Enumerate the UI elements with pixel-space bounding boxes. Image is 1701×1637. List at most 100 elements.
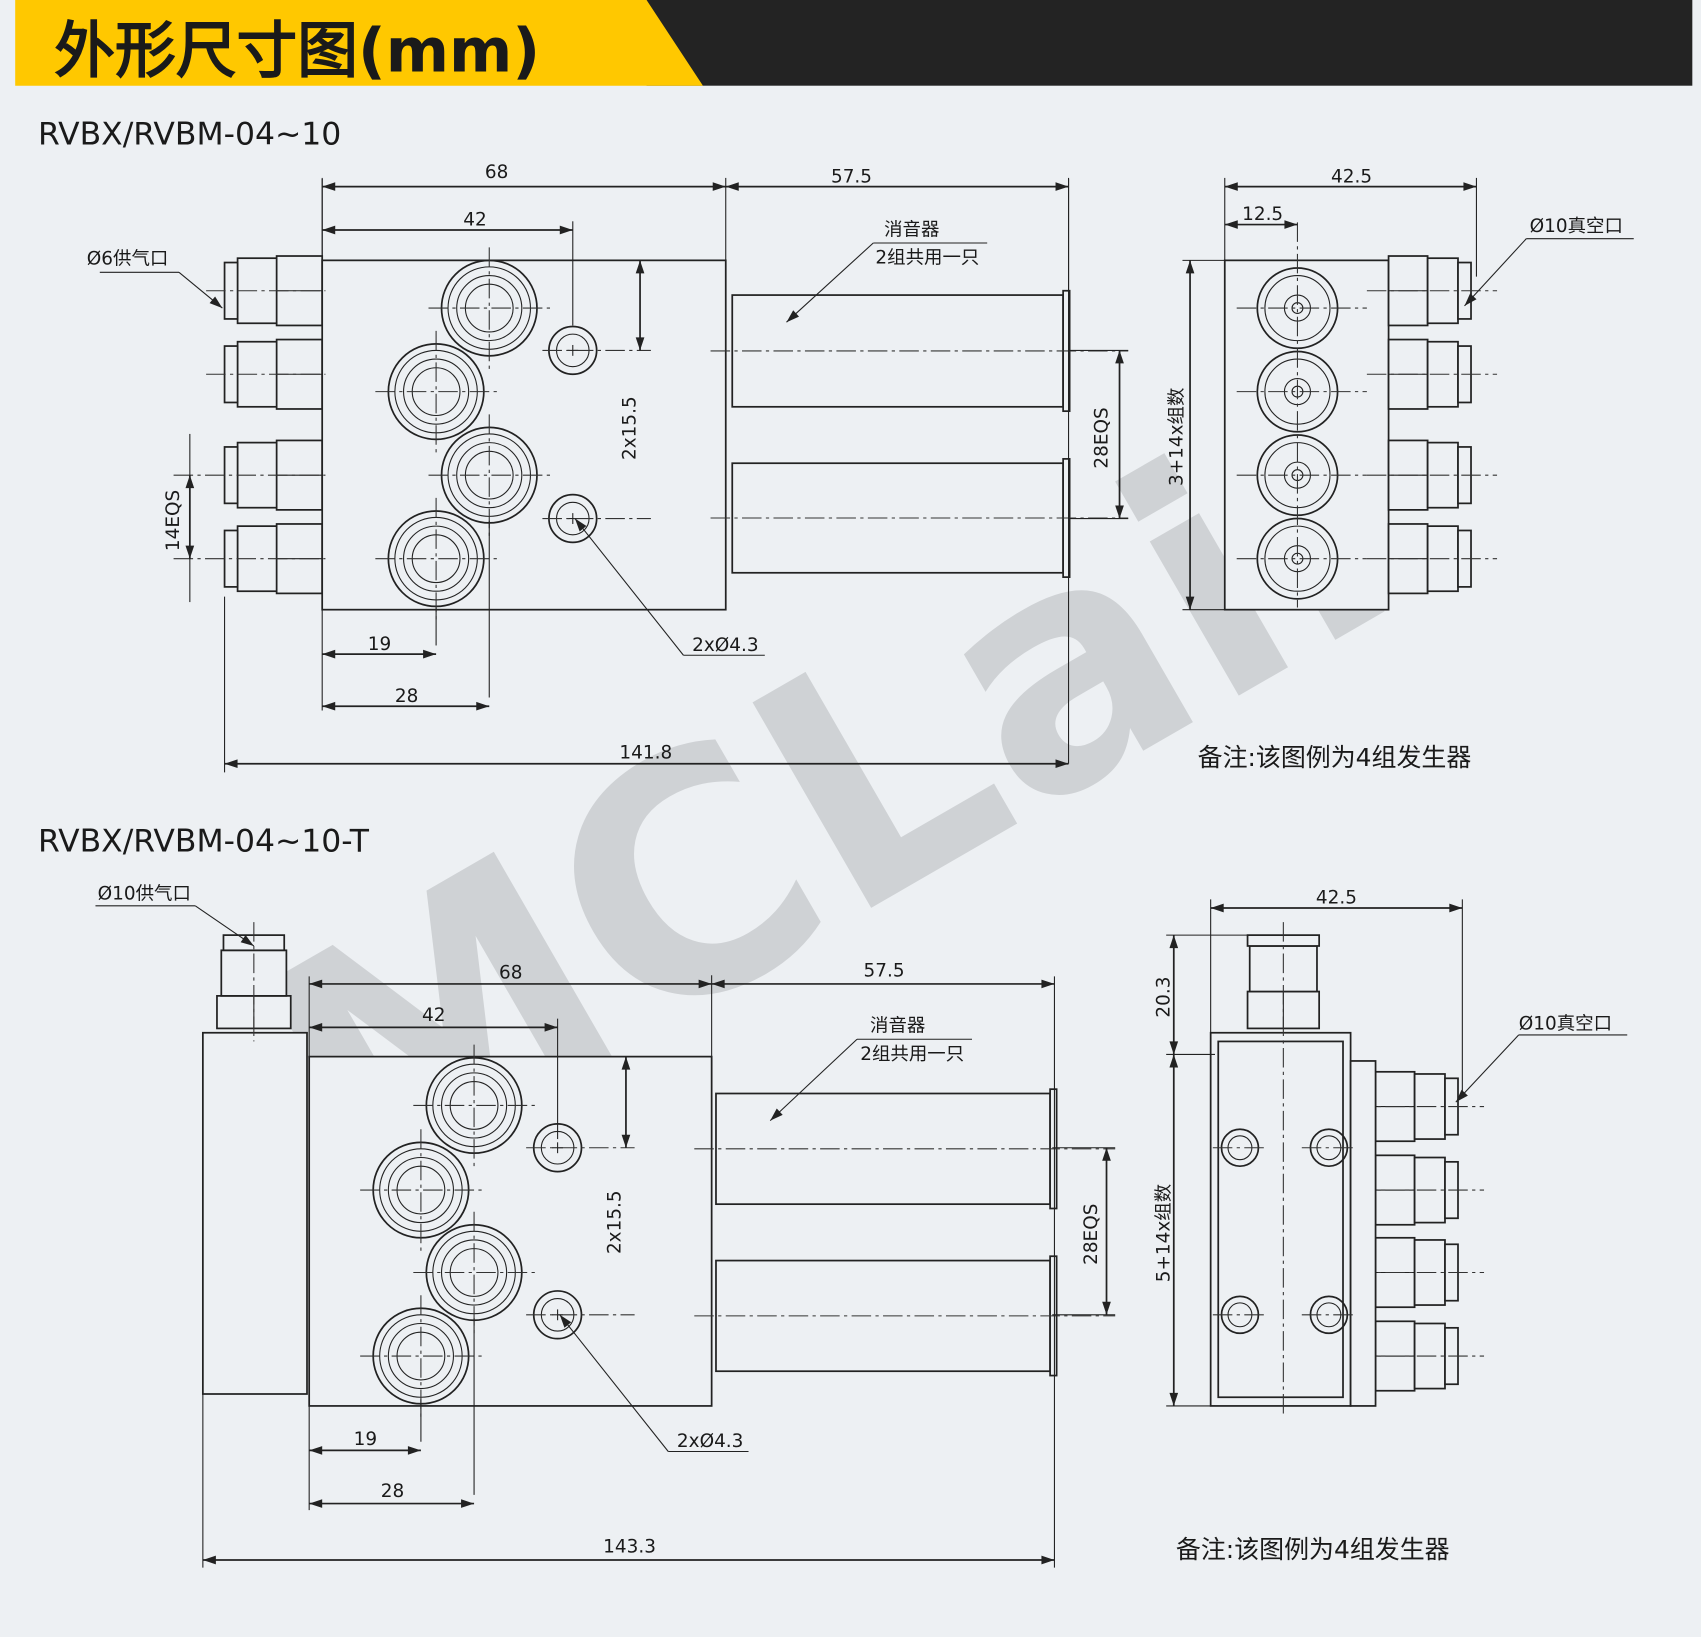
page-title: 外形尺寸图(mm): [54, 17, 540, 87]
arrowhead: [1169, 1041, 1179, 1055]
arrowhead: [621, 1134, 631, 1148]
arrowhead: [559, 1314, 572, 1328]
label-supply-port: Ø6供气口: [87, 249, 169, 270]
dim2-5-14-groups: 5+14x组数: [1153, 1184, 1174, 1282]
arrowhead: [1041, 979, 1055, 989]
arrowhead: [1115, 350, 1124, 364]
arrowhead: [1464, 293, 1477, 306]
arrowhead: [322, 225, 336, 235]
drawing-line: [387, 1322, 454, 1390]
dim2-68: 68: [499, 963, 522, 984]
arrowhead: [1055, 182, 1069, 191]
leader-line: [574, 518, 684, 656]
arrowhead: [786, 310, 800, 323]
arrowhead: [1102, 1147, 1111, 1161]
arrowhead: [1449, 903, 1463, 913]
arrowhead: [635, 337, 645, 351]
header-dark-band: [646, 0, 1693, 86]
arrowhead: [711, 979, 725, 989]
arrowhead: [712, 182, 726, 191]
arrowhead: [240, 935, 254, 946]
dim2-2x15-5: 2x15.5: [605, 1190, 626, 1254]
section2-note: 备注:该图例为4组发生器: [1176, 1535, 1450, 1564]
dim-42: 42: [463, 210, 486, 231]
drawing-line: [403, 358, 470, 425]
section1-note: 备注:该图例为4组发生器: [1198, 743, 1472, 772]
section1-title: RVBX/RVBM-04~10: [38, 116, 341, 152]
header-yellow-band: [15, 0, 703, 86]
dim-28eqs: 28EQS: [1092, 407, 1113, 468]
dim2-19: 19: [354, 1429, 377, 1450]
dim2-143-3: 143.3: [603, 1536, 656, 1557]
arrowhead: [322, 701, 336, 711]
label-silencer: 消音器: [884, 219, 939, 240]
dim-19: 19: [368, 634, 391, 655]
dim-3-14-groups: 3+14x组数: [1166, 388, 1187, 486]
arrowhead: [698, 979, 712, 989]
arrowhead: [1055, 759, 1069, 769]
arrowhead: [1102, 1301, 1111, 1315]
dim-57-5: 57.5: [831, 166, 872, 187]
dim2-57-5: 57.5: [864, 960, 905, 981]
arrowhead: [574, 518, 587, 532]
dim2-42-5: 42.5: [1316, 888, 1357, 909]
arrowhead: [1169, 1054, 1179, 1068]
dim-68: 68: [485, 162, 508, 183]
dim-14eqs: 14EQS: [163, 490, 184, 551]
dim2-42: 42: [422, 1005, 445, 1026]
dim2-28: 28: [381, 1481, 404, 1502]
arrowhead: [770, 1108, 783, 1121]
arrowhead: [1210, 903, 1224, 913]
valve-body-2: [308, 1055, 713, 1407]
arrowhead: [1455, 1089, 1468, 1103]
arrowhead: [1041, 1555, 1055, 1565]
arrowhead: [635, 260, 645, 274]
dim2-28eqs: 28EQS: [1081, 1204, 1102, 1265]
leader-line: [769, 1038, 858, 1122]
drawing-line: [456, 275, 523, 342]
arrowhead: [1115, 505, 1124, 519]
side-body: [1223, 259, 1390, 611]
header-banner: 外形尺寸图(mm): [15, 0, 1693, 87]
arrowhead: [1185, 260, 1195, 274]
arrowhead: [1463, 182, 1477, 191]
dim-42-5: 42.5: [1331, 166, 1372, 187]
side-body-inner: [1217, 1040, 1344, 1399]
arrowhead: [407, 1446, 421, 1455]
leader-line: [1464, 238, 1527, 307]
label2-vacuum-port: Ø10真空口: [1519, 1013, 1612, 1034]
arrowhead: [1284, 220, 1298, 229]
dim-2x15-5: 2x15.5: [620, 396, 641, 460]
label2-silencer: 消音器: [870, 1016, 925, 1037]
leader-line: [559, 1314, 669, 1452]
arrowhead: [322, 649, 336, 659]
label-vacuum-port: Ø10真空口: [1530, 216, 1623, 237]
section2-title: RVBX/RVBM-04~10-T: [38, 824, 370, 860]
arrowhead: [461, 1499, 475, 1508]
dim-141-8: 141.8: [619, 742, 672, 763]
arrowhead: [309, 1499, 323, 1508]
arrowhead: [209, 296, 223, 309]
arrowhead: [1224, 220, 1238, 229]
arrowhead: [202, 1555, 216, 1565]
manifold-block: [201, 1031, 308, 1395]
leader-line: [1455, 1034, 1520, 1103]
arrowhead: [559, 225, 573, 235]
arrowhead: [309, 979, 323, 989]
drawing-line: [440, 1239, 508, 1306]
drawing-line: [456, 442, 523, 509]
drawing-line: [387, 1156, 454, 1224]
drawing-line: [403, 525, 470, 592]
arrowhead: [725, 182, 739, 191]
dim-28: 28: [395, 686, 418, 707]
label2-silencer-note: 2组共用一只: [860, 1044, 964, 1065]
arrowhead: [1169, 1392, 1179, 1406]
arrowhead: [1185, 596, 1195, 610]
leader-line: [786, 242, 874, 323]
arrowhead: [476, 701, 490, 711]
arrowhead: [1224, 182, 1238, 191]
arrowhead: [322, 182, 336, 191]
arrowhead: [621, 1056, 631, 1070]
